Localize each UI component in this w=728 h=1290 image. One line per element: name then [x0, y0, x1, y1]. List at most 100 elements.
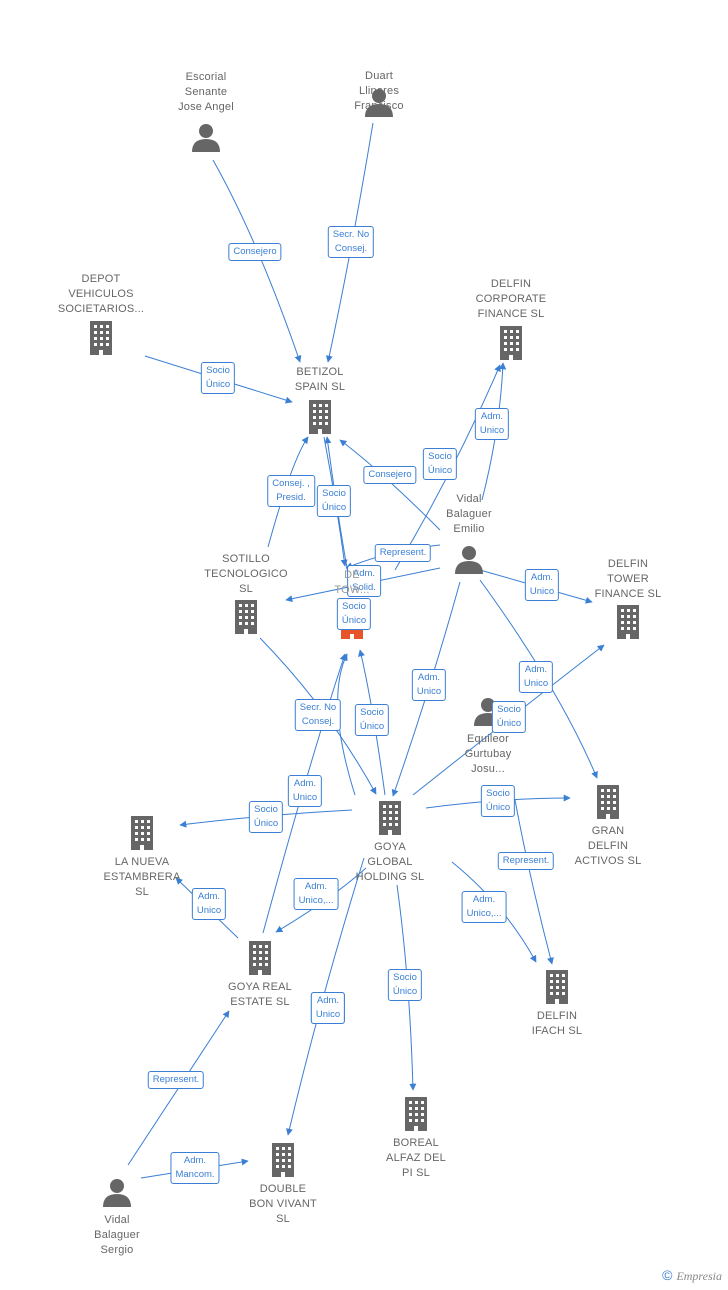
person-icon[interactable]	[103, 1179, 131, 1207]
relation-label-line: Único	[496, 718, 522, 729]
building-icon[interactable]	[500, 326, 522, 360]
building-icon[interactable]	[309, 400, 331, 434]
node-label-line: Vidal	[104, 1214, 130, 1226]
relation-label[interactable]: Consejero	[228, 243, 282, 261]
relation-label-line: Unico,...	[466, 908, 502, 919]
node-label-line: DOUBLE	[259, 1183, 307, 1195]
node-label-line: FINANCE SL	[594, 588, 662, 600]
relation-label[interactable]: Adm.Unico	[310, 992, 346, 1024]
node-label-line: PI SL	[402, 1167, 430, 1179]
person-icon[interactable]	[365, 89, 393, 117]
relation-label[interactable]: Adm.Unico,...	[293, 878, 339, 910]
brand-name: Empresia	[676, 1269, 722, 1283]
relation-label-line: Represent.	[502, 855, 550, 866]
relation-label-line: Único	[253, 818, 279, 829]
relation-label[interactable]: Represent.	[497, 852, 555, 870]
building-icon[interactable]	[405, 1097, 427, 1131]
relation-label[interactable]: Adm.Unico	[474, 408, 510, 440]
relation-label-line: Adm.	[530, 572, 554, 583]
building-icon[interactable]	[131, 816, 153, 850]
relation-label[interactable]: Represent.	[147, 1071, 205, 1089]
building-icon[interactable]	[617, 605, 639, 639]
node-label-line: TOWER	[607, 573, 649, 585]
relation-label[interactable]: Adm.Mancom.	[170, 1152, 220, 1184]
node-label-line: DELFIN	[587, 840, 629, 852]
relation-label-line: Consej.	[301, 716, 335, 727]
building-icon[interactable]	[379, 801, 401, 835]
node-label-line: Duart	[365, 70, 393, 82]
relation-label[interactable]: Represent.	[374, 544, 432, 562]
node-label-line: Josu...	[471, 763, 505, 775]
building-icon[interactable]	[546, 970, 568, 1004]
relation-label[interactable]: Adm.Solid.	[347, 565, 381, 597]
relation-label-line: Presid.	[276, 492, 306, 503]
relation-label-line: Socio	[486, 788, 510, 799]
person-icon[interactable]	[192, 124, 220, 152]
building-icon[interactable]	[249, 941, 271, 975]
node-label-line: ESTATE SL	[230, 996, 290, 1008]
node-label-line: DELFIN	[536, 1010, 578, 1022]
node-label-line: DELFIN	[607, 558, 649, 570]
footer-brand: ©Empresia	[662, 1267, 722, 1284]
relation-label[interactable]: Adm. Unico	[524, 569, 560, 601]
relation-label-line: Secr. No	[332, 229, 370, 240]
relation-label[interactable]: Consejero	[363, 466, 417, 484]
relation-edge	[514, 799, 554, 965]
relation-edge	[212, 159, 302, 363]
relation-label-line: Socio	[428, 451, 452, 462]
node-label-line: Balaguer	[94, 1229, 140, 1241]
company-name[interactable]: DELFIN TOWER FINANCE SL	[568, 557, 688, 602]
building-icon[interactable]	[90, 321, 112, 355]
relation-label[interactable]: Adm.Unico	[191, 888, 227, 920]
node-label-line: TOW...	[334, 584, 370, 596]
node-label-line: Escorial	[185, 71, 227, 83]
node-label-line: SOCIETARIOS...	[57, 303, 145, 315]
relation-label[interactable]: Adm.Unico	[287, 775, 323, 807]
relation-label-line: Adm.	[480, 411, 504, 422]
building-icon[interactable]	[272, 1143, 294, 1177]
node-label-line: Francisco	[354, 100, 404, 112]
building-icon[interactable]	[235, 600, 257, 634]
building-icon[interactable]	[597, 785, 619, 819]
relation-label-line: Unico	[529, 586, 555, 597]
relation-label[interactable]: Adm.Unico	[411, 669, 447, 701]
relation-label[interactable]: Adm.Unico	[518, 661, 554, 693]
node-label-line: ALFAZ DEL	[386, 1152, 446, 1164]
relation-label[interactable]: Secr. No Consej.	[327, 226, 375, 258]
relation-label[interactable]: Consej. ,Presid.	[267, 475, 315, 507]
node-label-line: DEPOT	[81, 273, 121, 285]
relation-label-line: Adm.	[293, 778, 317, 789]
relation-label[interactable]: Adm.Unico,...	[461, 891, 507, 923]
relation-label-line: Consej.	[334, 243, 368, 254]
relation-label-line: Unico	[315, 1009, 341, 1020]
person-icon[interactable]	[455, 546, 483, 574]
